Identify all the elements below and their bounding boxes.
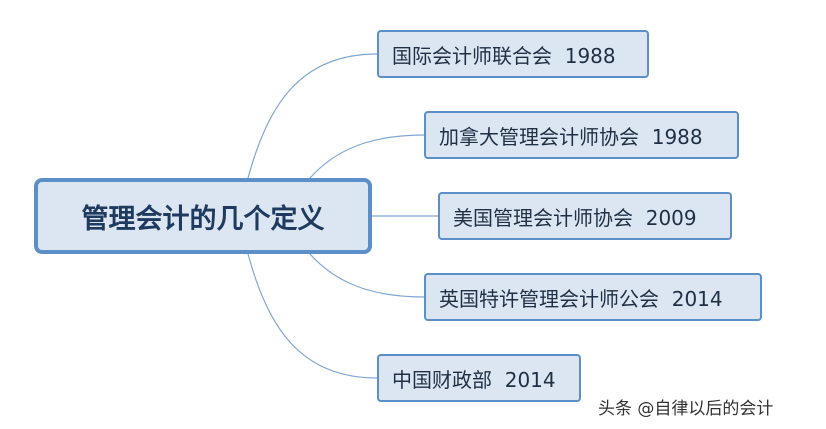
- branch-topic-ima[interactable]: 美国管理会计师协会 2009: [438, 192, 732, 240]
- central-topic[interactable]: 管理会计的几个定义: [34, 178, 372, 254]
- branch-topic-cma-canada[interactable]: 加拿大管理会计师协会 1988: [424, 111, 739, 159]
- branch-topic-label: 中国财政部 2014: [392, 367, 556, 392]
- branch-topic-label: 加拿大管理会计师协会 1988: [439, 124, 703, 149]
- connector-to-branch-1: [247, 53, 378, 179]
- connector-to-branch-2: [309, 134, 425, 179]
- connector-to-branch-4: [309, 253, 425, 298]
- branch-topic-cima[interactable]: 英国特许管理会计师公会 2014: [424, 273, 762, 321]
- branch-topic-label: 国际会计师联合会 1988: [392, 43, 616, 68]
- branch-topic-mof-china[interactable]: 中国财政部 2014: [377, 354, 581, 402]
- branch-topic-label: 英国特许管理会计师公会 2014: [439, 286, 723, 311]
- branch-topic-label: 美国管理会计师协会 2009: [453, 205, 697, 230]
- branch-topic-ifac[interactable]: 国际会计师联合会 1988: [377, 30, 649, 78]
- watermark: 头条 @自律以后的会计: [598, 399, 774, 419]
- connector-to-branch-5: [247, 253, 378, 379]
- central-topic-label: 管理会计的几个定义: [81, 203, 325, 235]
